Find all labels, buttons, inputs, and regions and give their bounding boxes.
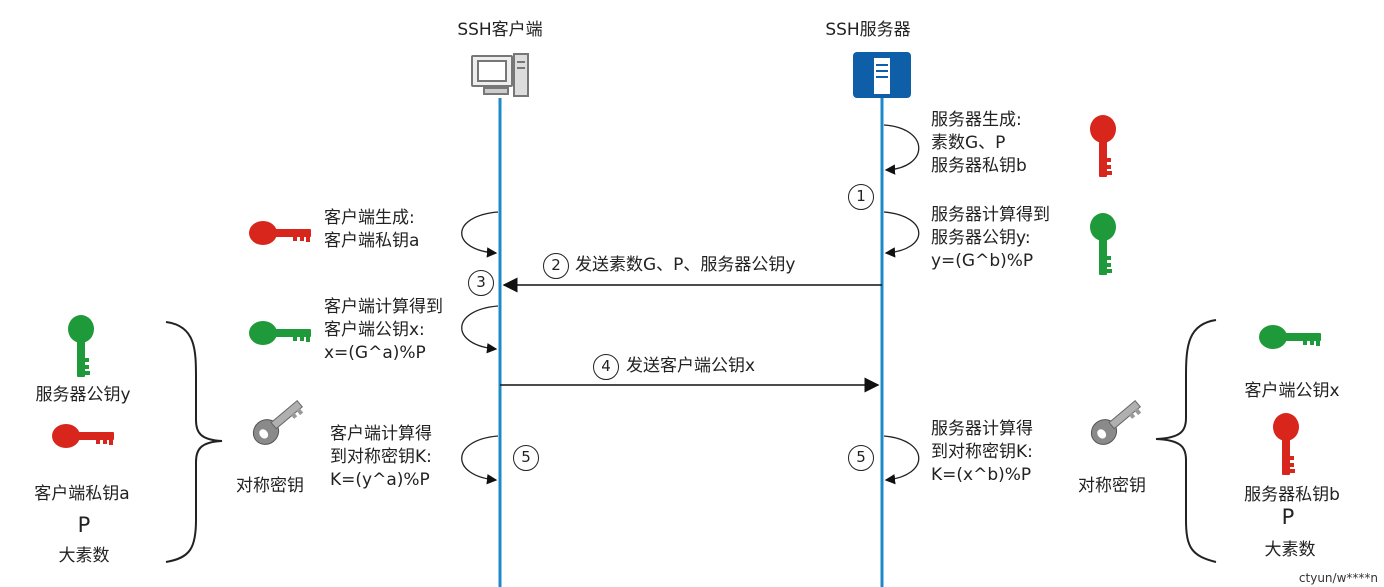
client-pub-block: 客户端计算得到 客户端公钥x: x=(G^a)%P bbox=[324, 296, 443, 365]
step-5-server-badge: 5 bbox=[848, 445, 874, 471]
right-group-server-private-key-icon bbox=[1273, 413, 1299, 475]
client-private-key-icon bbox=[249, 221, 311, 245]
server-title: SSH服务器 bbox=[825, 20, 911, 40]
client-gen-block: 客户端生成: 客户端私钥a bbox=[324, 207, 419, 253]
right-brace bbox=[1155, 319, 1217, 563]
client-sym-block: 客户端计算得 到对称密钥K: K=(y^a)%P bbox=[330, 423, 432, 492]
right-group-item: P bbox=[1281, 505, 1295, 529]
client-symmetric-key-icon bbox=[252, 399, 304, 445]
right-group-client-public-key-icon bbox=[1259, 325, 1321, 349]
left-brace bbox=[165, 321, 223, 563]
client-gen-line: 客户端私钥a bbox=[324, 231, 420, 251]
left-group-server-public-key-icon bbox=[68, 315, 94, 377]
right-group-item: 服务器私钥b bbox=[1244, 485, 1340, 505]
client-sym-line: 到对称密钥K: bbox=[330, 447, 432, 467]
server-sym-line: K=(x^b)%P bbox=[931, 465, 1032, 485]
client-gen-loop bbox=[461, 211, 499, 258]
client-pub-line: 客户端计算得到 bbox=[324, 297, 443, 317]
left-group-item: 服务器公钥y bbox=[35, 385, 131, 405]
server-icon bbox=[853, 52, 911, 98]
client-sym-key-label: 对称密钥 bbox=[236, 476, 304, 496]
right-group-item: 大素数 bbox=[1264, 540, 1316, 560]
step-4-badge: 4 bbox=[593, 354, 619, 380]
client-public-key-icon bbox=[249, 321, 311, 345]
server-pub-block: 服务器计算得到 服务器公钥y: y=(G^b)%P bbox=[931, 204, 1050, 273]
watermark: ctyun/w****n bbox=[1298, 571, 1378, 585]
left-group-item: 大素数 bbox=[58, 546, 110, 566]
server-symmetric-key-icon bbox=[1090, 399, 1142, 445]
server-sym-line: 服务器计算得 bbox=[931, 419, 1033, 439]
server-pub-line: 服务器公钥y: bbox=[931, 228, 1031, 248]
client-pub-line: x=(G^a)%P bbox=[324, 343, 426, 363]
server-sym-key-label: 对称密钥 bbox=[1078, 476, 1146, 496]
left-group-item: 客户端私钥a bbox=[34, 484, 130, 504]
step-1-badge: 1 bbox=[848, 184, 874, 210]
msg-send-client-pub-label: 发送客户端公钥x bbox=[626, 356, 756, 376]
server-gen-line: 服务器生成: bbox=[931, 110, 1022, 130]
client-sym-line: 客户端计算得 bbox=[330, 424, 432, 444]
client-pub-line: 客户端公钥x: bbox=[324, 320, 425, 340]
step-2-badge: 2 bbox=[543, 253, 569, 279]
client-sym-line: K=(y^a)%P bbox=[330, 470, 430, 490]
server-private-key-icon bbox=[1090, 115, 1116, 177]
server-gen-line: 素数G、P bbox=[931, 133, 1006, 153]
client-gen-line: 客户端生成: bbox=[324, 208, 415, 228]
left-group-client-private-key-icon bbox=[52, 424, 114, 448]
server-pub-loop bbox=[883, 211, 920, 258]
step-5-client-badge: 5 bbox=[513, 445, 539, 471]
server-public-key-icon bbox=[1090, 213, 1116, 275]
client-sym-loop bbox=[461, 435, 499, 485]
step-3-badge: 3 bbox=[468, 270, 494, 296]
client-pub-loop bbox=[461, 305, 499, 354]
computer-icon bbox=[471, 53, 529, 97]
client-title: SSH客户端 bbox=[457, 20, 543, 40]
server-gen-loop bbox=[883, 124, 920, 175]
server-sym-line: 到对称密钥K: bbox=[931, 442, 1033, 462]
right-group-item: 客户端公钥x bbox=[1244, 381, 1340, 401]
server-pub-line: y=(G^b)%P bbox=[931, 251, 1034, 271]
msg-send-primes-label: 发送素数G、P、服务器公钥y bbox=[575, 255, 796, 275]
server-gen-line: 服务器私钥b bbox=[931, 156, 1027, 176]
server-sym-block: 服务器计算得 到对称密钥K: K=(x^b)%P bbox=[931, 418, 1033, 487]
server-sym-loop bbox=[883, 435, 920, 485]
left-group-item: P bbox=[77, 513, 91, 537]
server-pub-line: 服务器计算得到 bbox=[931, 205, 1050, 225]
server-gen-block: 服务器生成: 素数G、P 服务器私钥b bbox=[931, 109, 1027, 178]
